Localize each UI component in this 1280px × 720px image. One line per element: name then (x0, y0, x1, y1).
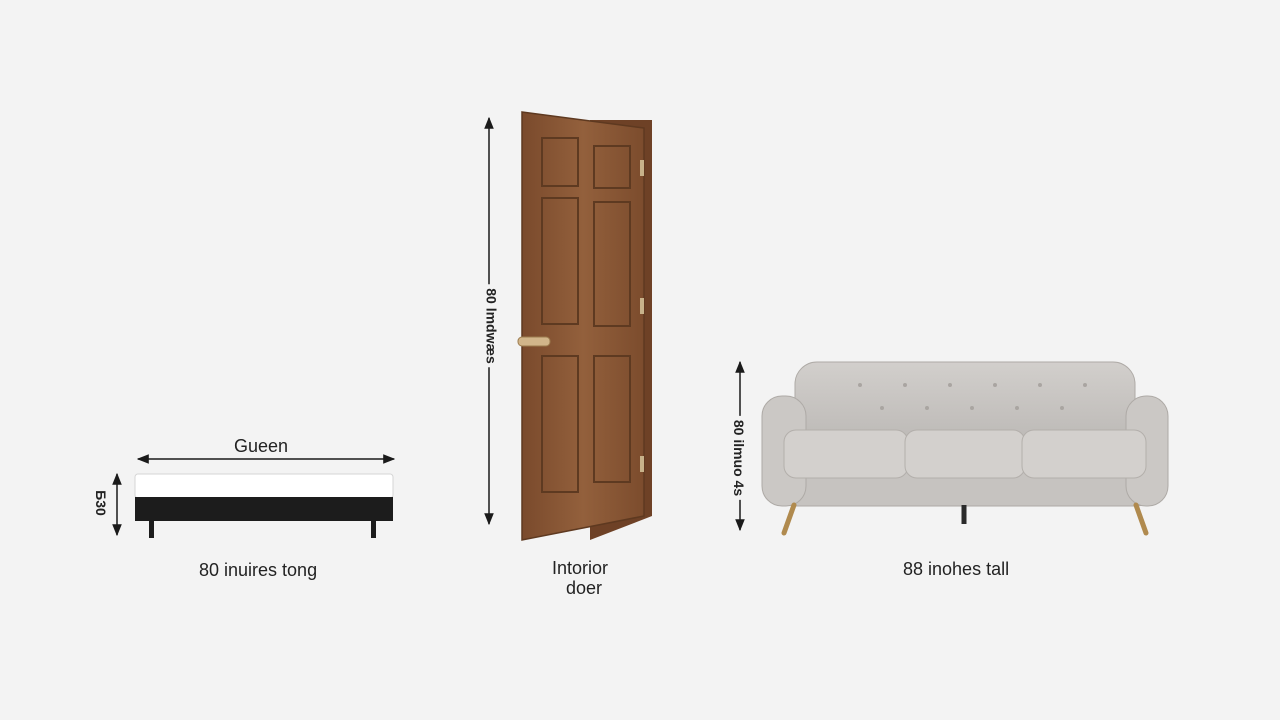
bed-illustration (112, 454, 396, 538)
sofa-leg-left (781, 502, 797, 536)
bed-leg-left (149, 520, 154, 538)
sofa-backrest (794, 361, 1136, 441)
door-panels (541, 137, 631, 493)
door-hinge-bottom (640, 456, 644, 472)
sofa-cushion-middle (904, 429, 1026, 479)
door-knob-icon (517, 336, 551, 347)
sofa-side-label: 80 ilmuo 4s (731, 415, 748, 501)
bed-side-label: Б30 (92, 486, 109, 520)
bed-top-label: Gueen (234, 436, 289, 456)
mattress (134, 473, 394, 499)
sofa-bottom-label: 88 inohes tall (903, 559, 1010, 579)
door-bottom-label-line2: doer (566, 578, 603, 598)
sofa-tufting (858, 383, 1087, 410)
bed-leg-right (371, 520, 376, 538)
door-hinge-top (640, 160, 644, 176)
bed-base (135, 497, 393, 521)
door-hinge-mid (640, 298, 644, 314)
sofa-leg-right (1133, 502, 1149, 536)
sofa-illustration (735, 360, 1169, 536)
door-slab (521, 111, 645, 541)
door-bottom-label-line1: Intorior (552, 558, 609, 578)
sofa-cushion-left (783, 429, 909, 479)
door-illustration (484, 111, 652, 541)
sofa-cushion-right (1021, 429, 1147, 479)
bed-bottom-label: 80 inuires tong (199, 560, 318, 580)
door-side-label: 80 lmdwæs (483, 284, 500, 368)
